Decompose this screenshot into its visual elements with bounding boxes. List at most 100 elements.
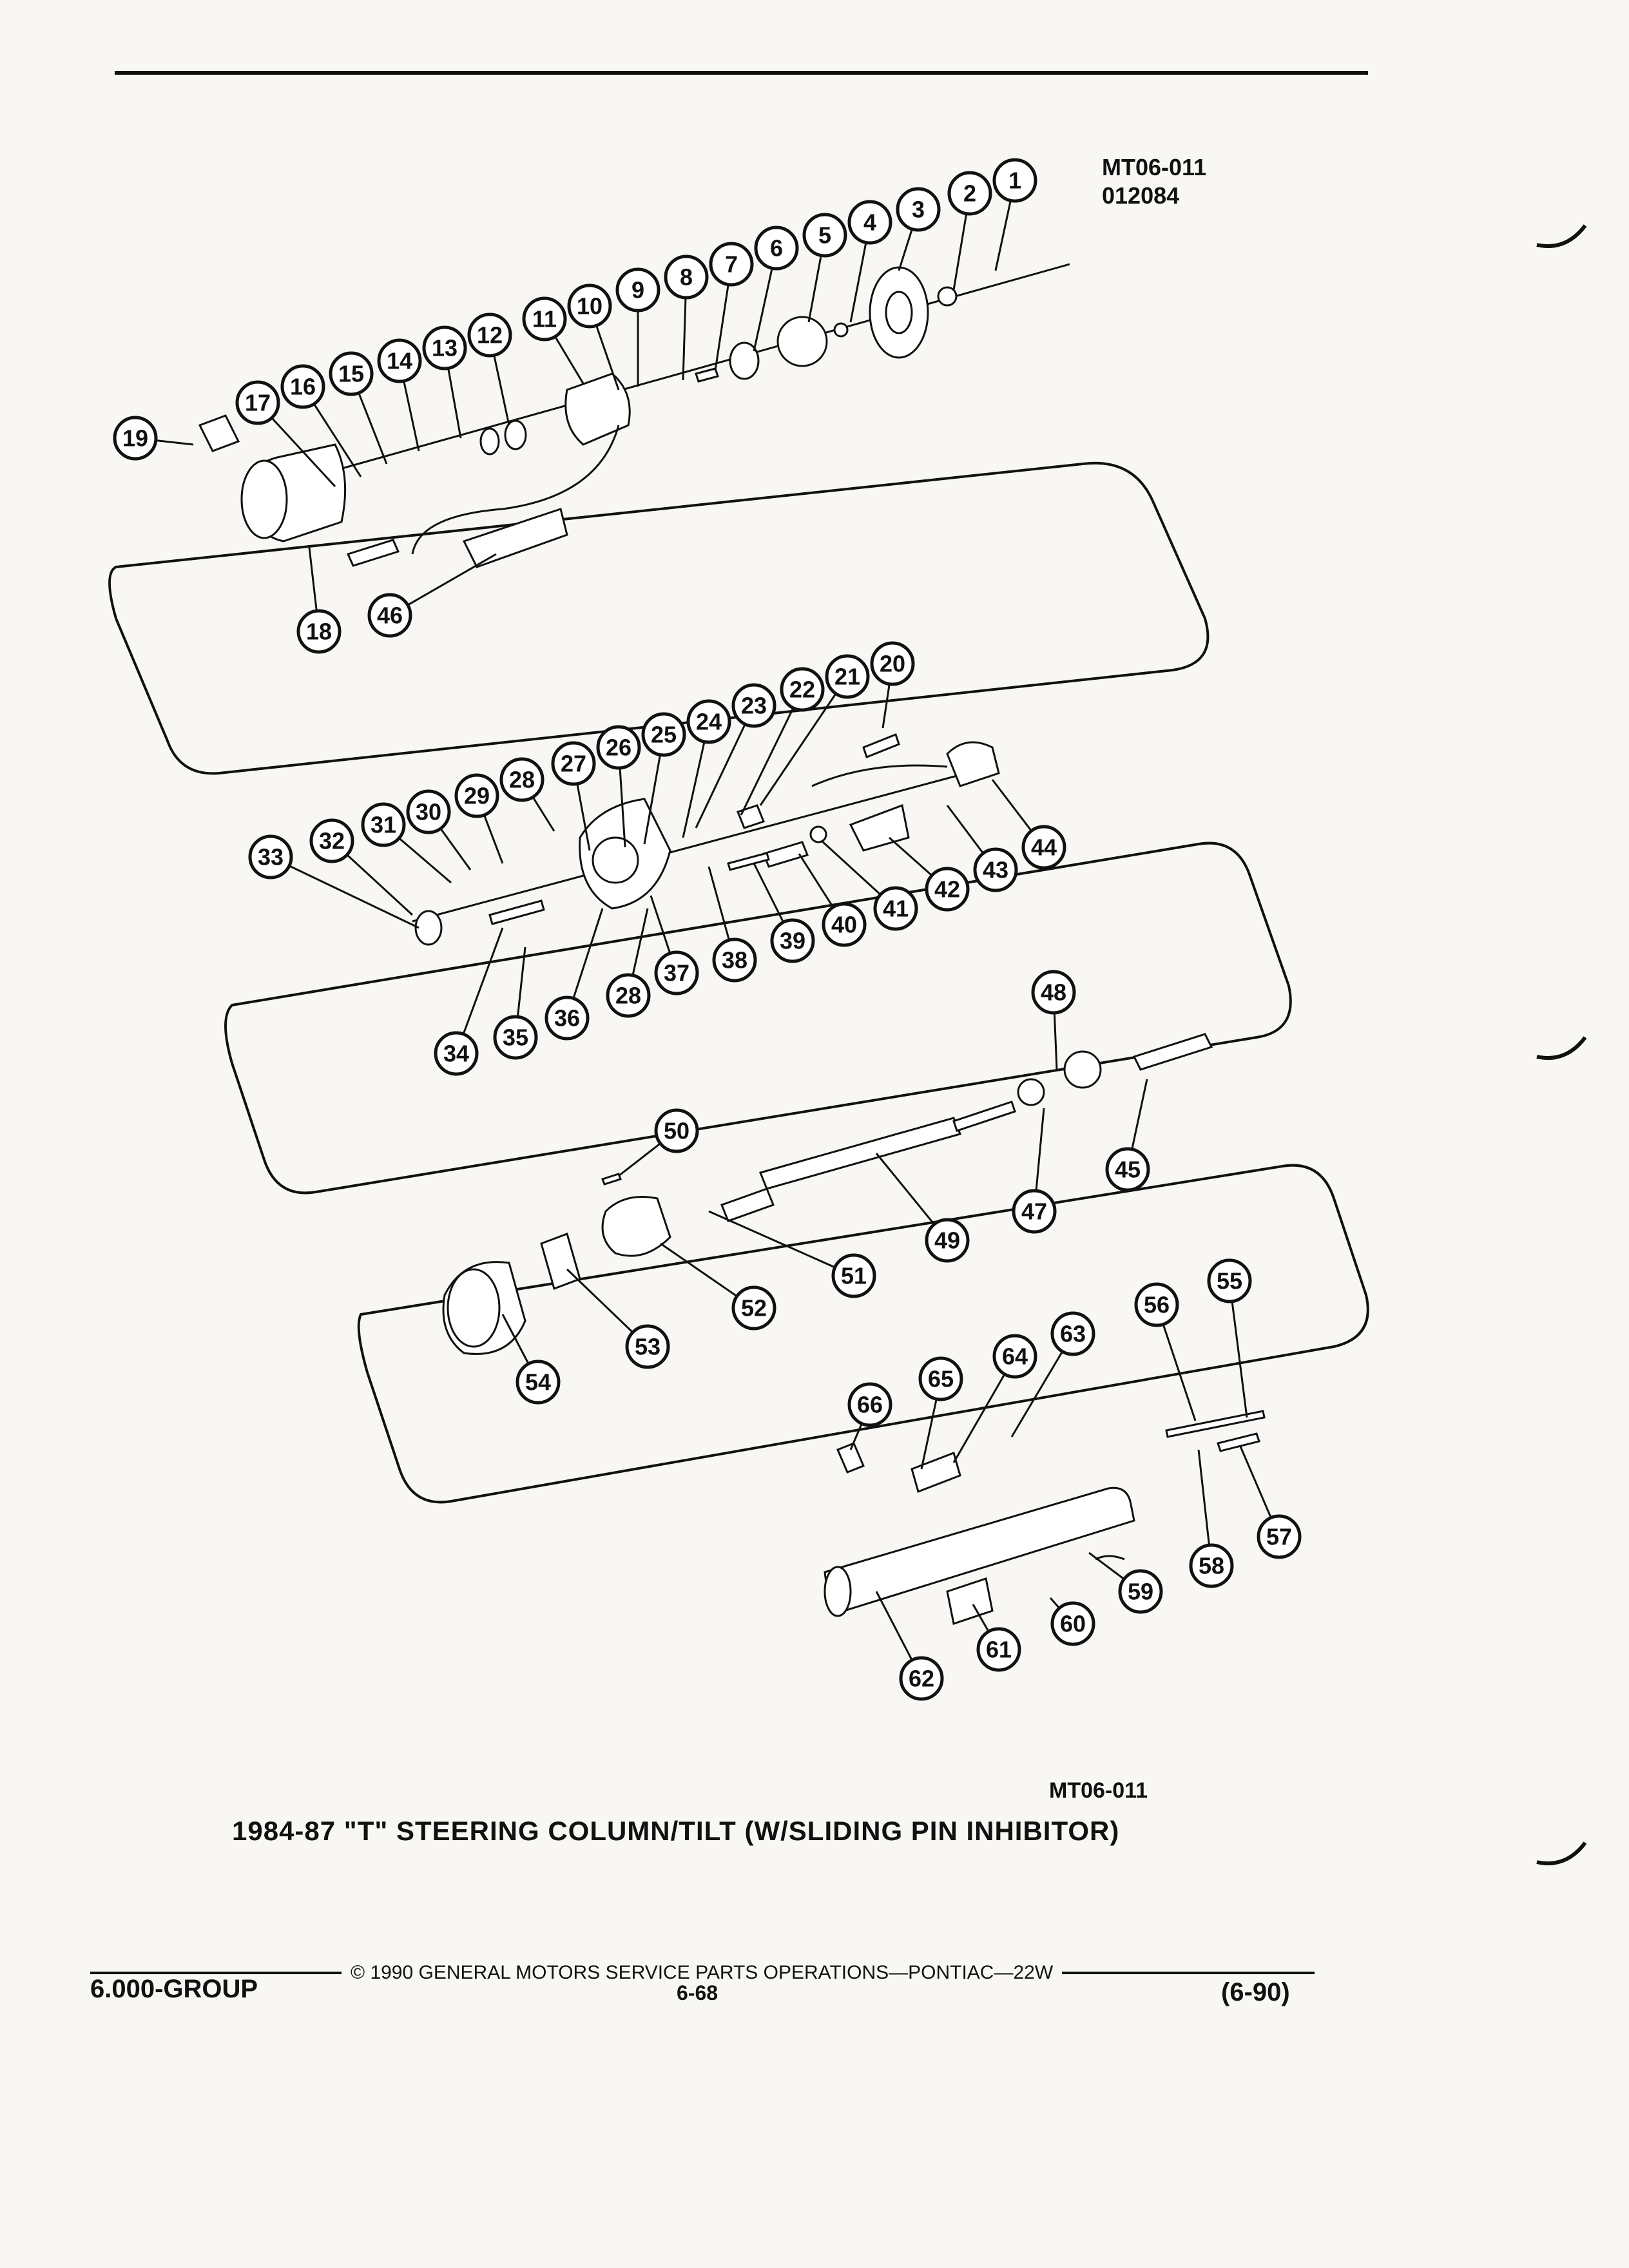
leader-line-23 — [695, 705, 755, 829]
callout-label-49: 49 — [934, 1227, 960, 1254]
callout-circle-25 — [641, 712, 686, 757]
upper-shaft-45 — [1132, 1033, 1213, 1071]
callout-circle-2 — [947, 171, 992, 216]
callout-circle-61 — [976, 1627, 1021, 1672]
callout-label-40: 40 — [831, 912, 857, 938]
callout-label-6: 6 — [770, 235, 783, 262]
pin-39 — [727, 852, 770, 871]
footer-group: 6.000-GROUP — [90, 1975, 258, 2003]
callout-label-23: 23 — [741, 693, 767, 719]
callout-37: 37 — [654, 950, 699, 995]
callout-circle-13 — [422, 325, 467, 370]
callout-6: 6 — [754, 226, 799, 271]
callout-label-58: 58 — [1199, 1553, 1224, 1579]
callout-27: 27 — [551, 741, 596, 786]
harness-cover — [462, 508, 568, 568]
top-rule — [115, 71, 1368, 75]
callout-45: 45 — [1105, 1147, 1150, 1192]
leader-line-55 — [1228, 1280, 1248, 1418]
callout-8: 8 — [664, 255, 709, 300]
callout-label-61: 61 — [986, 1637, 1012, 1663]
callout-label-51: 51 — [841, 1263, 867, 1289]
leader-line-33 — [270, 856, 419, 929]
callout-label-66: 66 — [857, 1392, 883, 1418]
callout-label-39: 39 — [780, 928, 805, 954]
callout-54: 54 — [516, 1360, 561, 1405]
callout-label-33: 33 — [258, 844, 284, 870]
callout-label-47: 47 — [1021, 1198, 1047, 1225]
callout-61: 61 — [976, 1627, 1021, 1672]
callout-53: 53 — [625, 1324, 670, 1369]
callout-circle-57 — [1257, 1514, 1302, 1559]
callout-label-65: 65 — [928, 1366, 954, 1392]
callout-circle-26 — [596, 725, 641, 770]
callout-label-11: 11 — [532, 306, 557, 332]
pivot-34 — [488, 899, 545, 925]
callout-circle-55 — [1207, 1258, 1252, 1303]
callout-label-7: 7 — [725, 251, 738, 278]
callout-circle-58 — [1189, 1543, 1234, 1588]
callout-65: 65 — [918, 1356, 963, 1401]
pin-50 — [601, 1173, 622, 1186]
callout-circle-49 — [925, 1218, 970, 1263]
callout-circle-32 — [309, 818, 354, 863]
callout-label-28: 28 — [509, 767, 535, 793]
callout-57: 57 — [1257, 1514, 1302, 1559]
callout-label-19: 19 — [122, 425, 148, 452]
callout-label-10: 10 — [577, 293, 602, 320]
callout-label-44: 44 — [1031, 834, 1057, 861]
callout-label-8: 8 — [680, 264, 693, 291]
callout-label-25: 25 — [651, 722, 677, 748]
footer-copyright: © 1990 GENERAL MOTORS SERVICE PARTS OPER… — [351, 1962, 1054, 1983]
leader-line-51 — [708, 1210, 854, 1277]
callout-18: 18 — [296, 609, 342, 654]
callout-label-31: 31 — [371, 812, 396, 838]
callout-circle-60 — [1050, 1601, 1095, 1646]
callout-circle-51 — [831, 1253, 876, 1298]
callout-circle-30 — [406, 789, 451, 834]
bracket-61 — [946, 1577, 994, 1625]
reference-block: MT06-011 012084 — [1102, 153, 1206, 210]
callout-circle-15 — [329, 351, 374, 396]
lock-43 — [946, 741, 1000, 787]
band-middle — [224, 841, 1292, 1195]
callout-circle-22 — [780, 667, 825, 712]
callout-label-34: 34 — [443, 1041, 469, 1067]
callout-label-5: 5 — [818, 222, 831, 249]
callout-circle-24 — [686, 699, 731, 744]
callout-3: 3 — [896, 187, 941, 232]
callout-circle-5 — [802, 213, 847, 258]
ring-33 — [414, 910, 443, 946]
callout-label-60: 60 — [1060, 1611, 1086, 1637]
callout-24: 24 — [686, 699, 731, 744]
leader-line-21 — [759, 676, 849, 806]
callout-label-48: 48 — [1041, 979, 1066, 1006]
callout-1: 1 — [992, 158, 1037, 203]
lower-shaft-49 — [758, 1117, 962, 1190]
gear-5 — [776, 316, 828, 367]
callout-15: 15 — [329, 351, 374, 396]
callout-52: 52 — [731, 1285, 776, 1331]
callout-circle-42 — [925, 867, 970, 912]
callout-label-30: 30 — [416, 799, 441, 825]
switch-body — [564, 372, 631, 446]
callout-circle-7 — [709, 242, 754, 287]
callout-26: 26 — [596, 725, 641, 770]
actuator-19 — [198, 414, 240, 452]
callout-9: 9 — [615, 267, 660, 312]
callout-11: 11 — [522, 296, 567, 341]
callout-label-9: 9 — [631, 277, 644, 303]
callout-33: 33 — [248, 834, 293, 879]
callout-39: 39 — [770, 918, 815, 963]
callout-58: 58 — [1189, 1543, 1234, 1588]
callout-circle-45 — [1105, 1147, 1150, 1192]
callout-label-1: 1 — [1008, 168, 1021, 194]
callout-circle-56 — [1134, 1282, 1179, 1327]
callout-41: 41 — [873, 886, 918, 931]
callout-59: 59 — [1118, 1569, 1163, 1614]
callout-label-55: 55 — [1217, 1268, 1242, 1294]
callout-circle-64 — [992, 1334, 1037, 1379]
bracket-66 — [836, 1442, 865, 1474]
callout-circle-11 — [522, 296, 567, 341]
callout-10: 10 — [567, 284, 612, 329]
